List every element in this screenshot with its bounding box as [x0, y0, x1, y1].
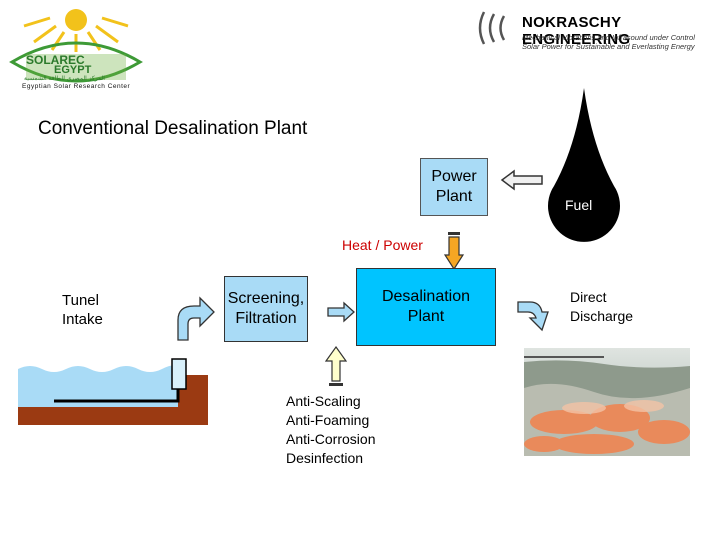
logo-ring-text: Egyptian Solar Research Center — [22, 83, 131, 90]
sun-icon — [9, 9, 143, 83]
logo-country: EGYPT — [54, 64, 92, 76]
curved-arrow-up-icon — [177, 296, 215, 341]
sound-wave-icon — [478, 11, 506, 45]
power-plant-line1: Power — [431, 168, 477, 185]
screening-box: Screening, Filtration — [224, 276, 308, 342]
direct-discharge-line1: Direct — [570, 289, 607, 305]
company-line2: Solar Power for Sustainable and Everlast… — [522, 42, 695, 51]
desalination-line2: Plant — [407, 308, 445, 325]
arrow-right-icon — [327, 301, 355, 323]
power-plant-line2: Plant — [435, 188, 473, 205]
desalination-line1: Desalination — [381, 288, 471, 305]
logo-name: SOLAREC — [26, 53, 85, 67]
logo-arabic: المركز المصري للطاقة الشمسية — [24, 76, 105, 82]
fuel-label: Fuel — [565, 197, 593, 213]
chemical-item: Desinfection — [286, 450, 364, 466]
screening-line2: Filtration — [235, 310, 297, 327]
company-name: NOKRASCHY ENGINEERING — [522, 14, 631, 48]
chemical-item: Anti-Foaming — [286, 412, 370, 428]
chemical-item: Anti-Scaling — [286, 393, 361, 409]
power-plant-box: Power Plant — [420, 158, 488, 216]
curved-arrow-down-icon — [517, 301, 549, 332]
arrow-up-icon — [325, 345, 347, 386]
tunel-intake-label: Tunel Intake — [62, 291, 103, 329]
page-title: Conventional Desalination Plant — [38, 118, 308, 139]
tunel-intake-line1: Tunel — [62, 292, 99, 309]
direct-discharge-line2: Discharge — [570, 308, 634, 324]
company-line1: Mechanical Vibrations and Infrasound und… — [522, 33, 695, 42]
tunnel-intake-illustration — [18, 358, 208, 425]
chemicals-list: Anti-Scaling Anti-Foaming Anti-Corrosion… — [286, 392, 375, 468]
screening-line1: Screening, — [227, 290, 305, 307]
heat-power-label: Heat / Power — [342, 237, 423, 253]
discharge-photo — [524, 348, 690, 456]
arrow-left-icon — [500, 169, 543, 191]
fuel-drop-icon — [548, 88, 620, 242]
chemical-item: Anti-Corrosion — [286, 431, 376, 447]
direct-discharge-label: Direct Discharge — [570, 288, 633, 326]
solarec-logo: SOLAREC EGYPT المركز المصري للطاقة الشمس… — [4, 4, 146, 94]
arrow-down-icon — [444, 232, 464, 271]
tunel-intake-line2: Intake — [62, 311, 103, 328]
desalination-box: Desalination Plant — [356, 268, 496, 346]
